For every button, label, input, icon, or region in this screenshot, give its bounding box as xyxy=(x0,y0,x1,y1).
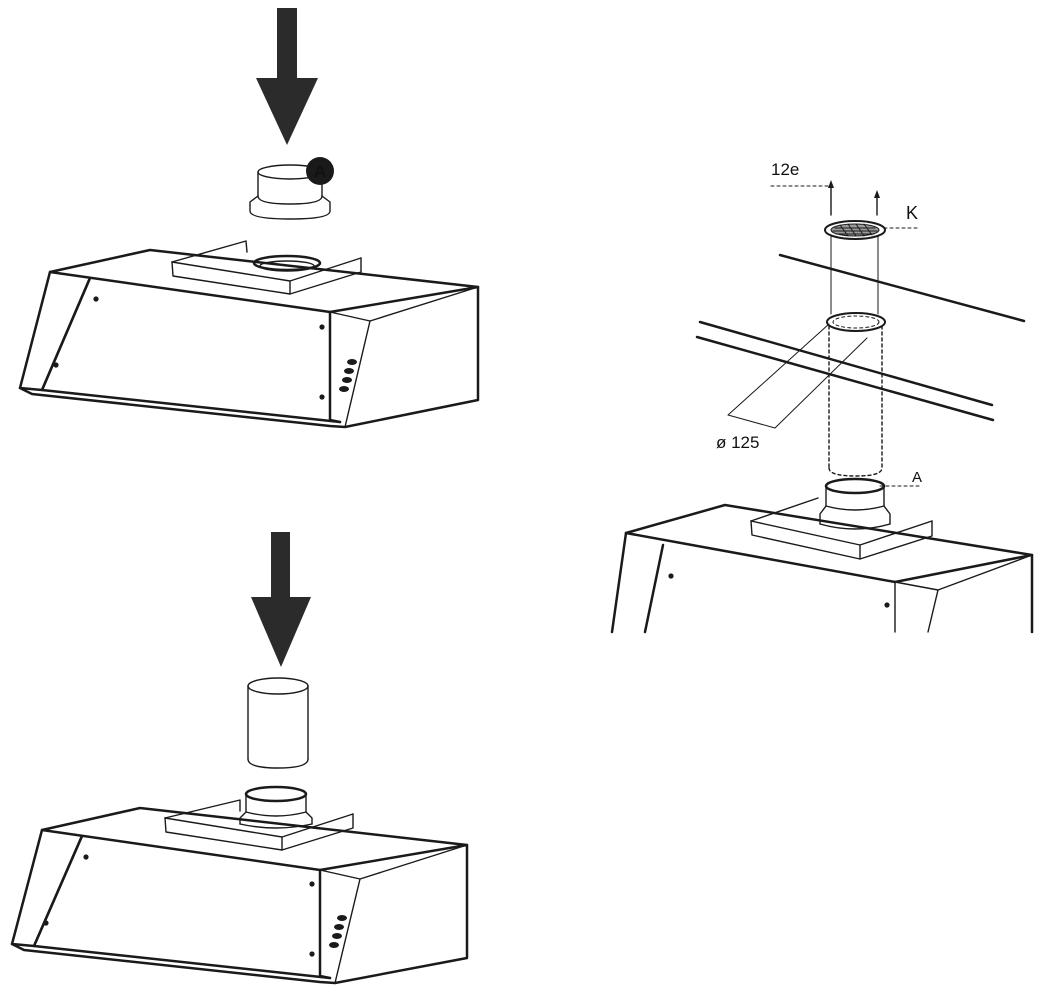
ceiling-lines xyxy=(695,253,1026,422)
diameter-label: ø 125 xyxy=(716,433,759,452)
diameter-dimension xyxy=(727,323,868,429)
panel-step-1: A xyxy=(18,8,480,429)
down-arrow-icon xyxy=(256,8,318,145)
collar-label: A xyxy=(912,469,922,486)
grille-label: K xyxy=(906,203,918,223)
panel-step-2 xyxy=(10,532,469,985)
cooker-hood-1 xyxy=(18,240,480,429)
screw-arrows xyxy=(828,180,880,216)
cooker-hood-3 xyxy=(610,477,1034,634)
grille-k xyxy=(824,220,886,240)
pipe-segment xyxy=(247,677,309,769)
screws-label: 12e xyxy=(771,160,799,179)
down-arrow-icon xyxy=(251,532,311,667)
letter-a-badge-icon: A xyxy=(306,157,334,185)
duct-pipe xyxy=(826,312,886,477)
control-buttons xyxy=(339,359,357,392)
control-buttons xyxy=(329,915,347,948)
cooker-hood-2 xyxy=(10,785,469,985)
panel-step-3: 12e K ø 125 A xyxy=(610,160,1034,634)
badge-label: A xyxy=(314,162,326,181)
